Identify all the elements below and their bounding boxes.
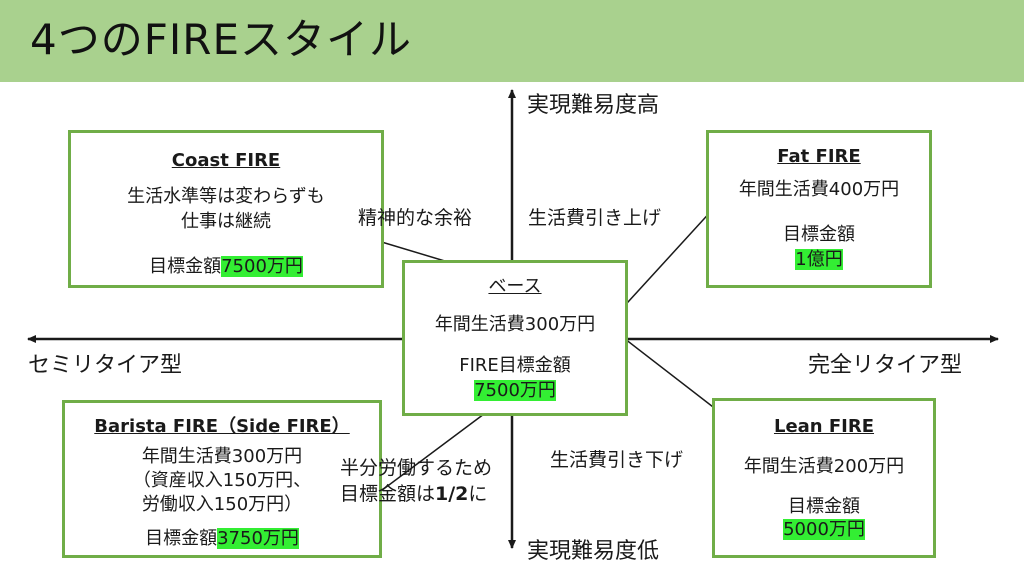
axis-label-right: 完全リタイア型 [808,353,963,378]
fat-target-label: 目標金額 [783,224,855,245]
coast-target-label: 目標金額 [149,256,222,277]
barista-fire-box: Barista FIRE（Side FIRE） 年間生活費300万円 （資産収入… [62,400,382,558]
lean-fire-box: Lean FIRE 年間生活費200万円 目標金額 5000万円 [712,398,936,558]
base-target-label: FIRE目標金額 [459,355,571,376]
base-box: ベース 年間生活費300万円 FIRE目標金額 7500万円 [402,260,628,416]
fat-fire-box: Fat FIRE 年間生活費400万円 目標金額 1億円 [706,130,932,288]
barista-breakdown-1: （資産収入150万円、 [132,470,312,491]
barista-breakdown-2: 労働収入150万円） [141,494,303,515]
barista-heading: Barista FIRE（Side FIRE） [94,416,350,437]
base-target-value: 7500万円 [474,380,556,401]
lean-target-value: 5000万円 [783,519,865,540]
fat-heading: Fat FIRE [777,146,861,167]
arrow-label-barista-2: 目標金額は1/2に [340,483,488,505]
axis-label-left: セミリタイア型 [28,353,183,378]
base-heading: ベース [488,276,542,297]
coast-desc-1: 生活水準等は変わらずも [127,186,325,207]
lean-living-cost: 年間生活費200万円 [743,456,905,477]
title-bar: 4つのFIREスタイル [0,0,1024,82]
page-title: 4つのFIREスタイル [30,15,412,64]
barista-living-cost: 年間生活費300万円 [141,446,303,467]
arrow-label-barista-1: 半分労働するため [340,457,493,479]
fat-living-cost: 年間生活費400万円 [738,179,900,200]
base-living-cost: 年間生活費300万円 [434,314,596,335]
coast-heading: Coast FIRE [171,150,281,171]
coast-target-value: 7500万円 [221,256,303,277]
axis-label-top: 実現難易度高 [527,93,660,118]
lean-heading: Lean FIRE [773,416,875,437]
arrow-label-fat: 生活費引き上げ [528,207,662,229]
coast-fire-box: Coast FIRE 生活水準等は変わらずも 仕事は継続 目標金額7500万円 [68,130,384,288]
lean-target-label: 目標金額 [788,496,860,517]
coast-desc-2: 仕事は継続 [181,211,271,232]
barista-target-value: 3750万円 [217,528,299,549]
barista-target-label: 目標金額 [145,528,218,549]
arrow-label-coast: 精神的な余裕 [358,207,473,229]
axis-label-bottom: 実現難易度低 [527,539,660,564]
fat-target-value: 1億円 [795,249,843,270]
arrow-label-lean: 生活費引き下げ [550,449,684,471]
